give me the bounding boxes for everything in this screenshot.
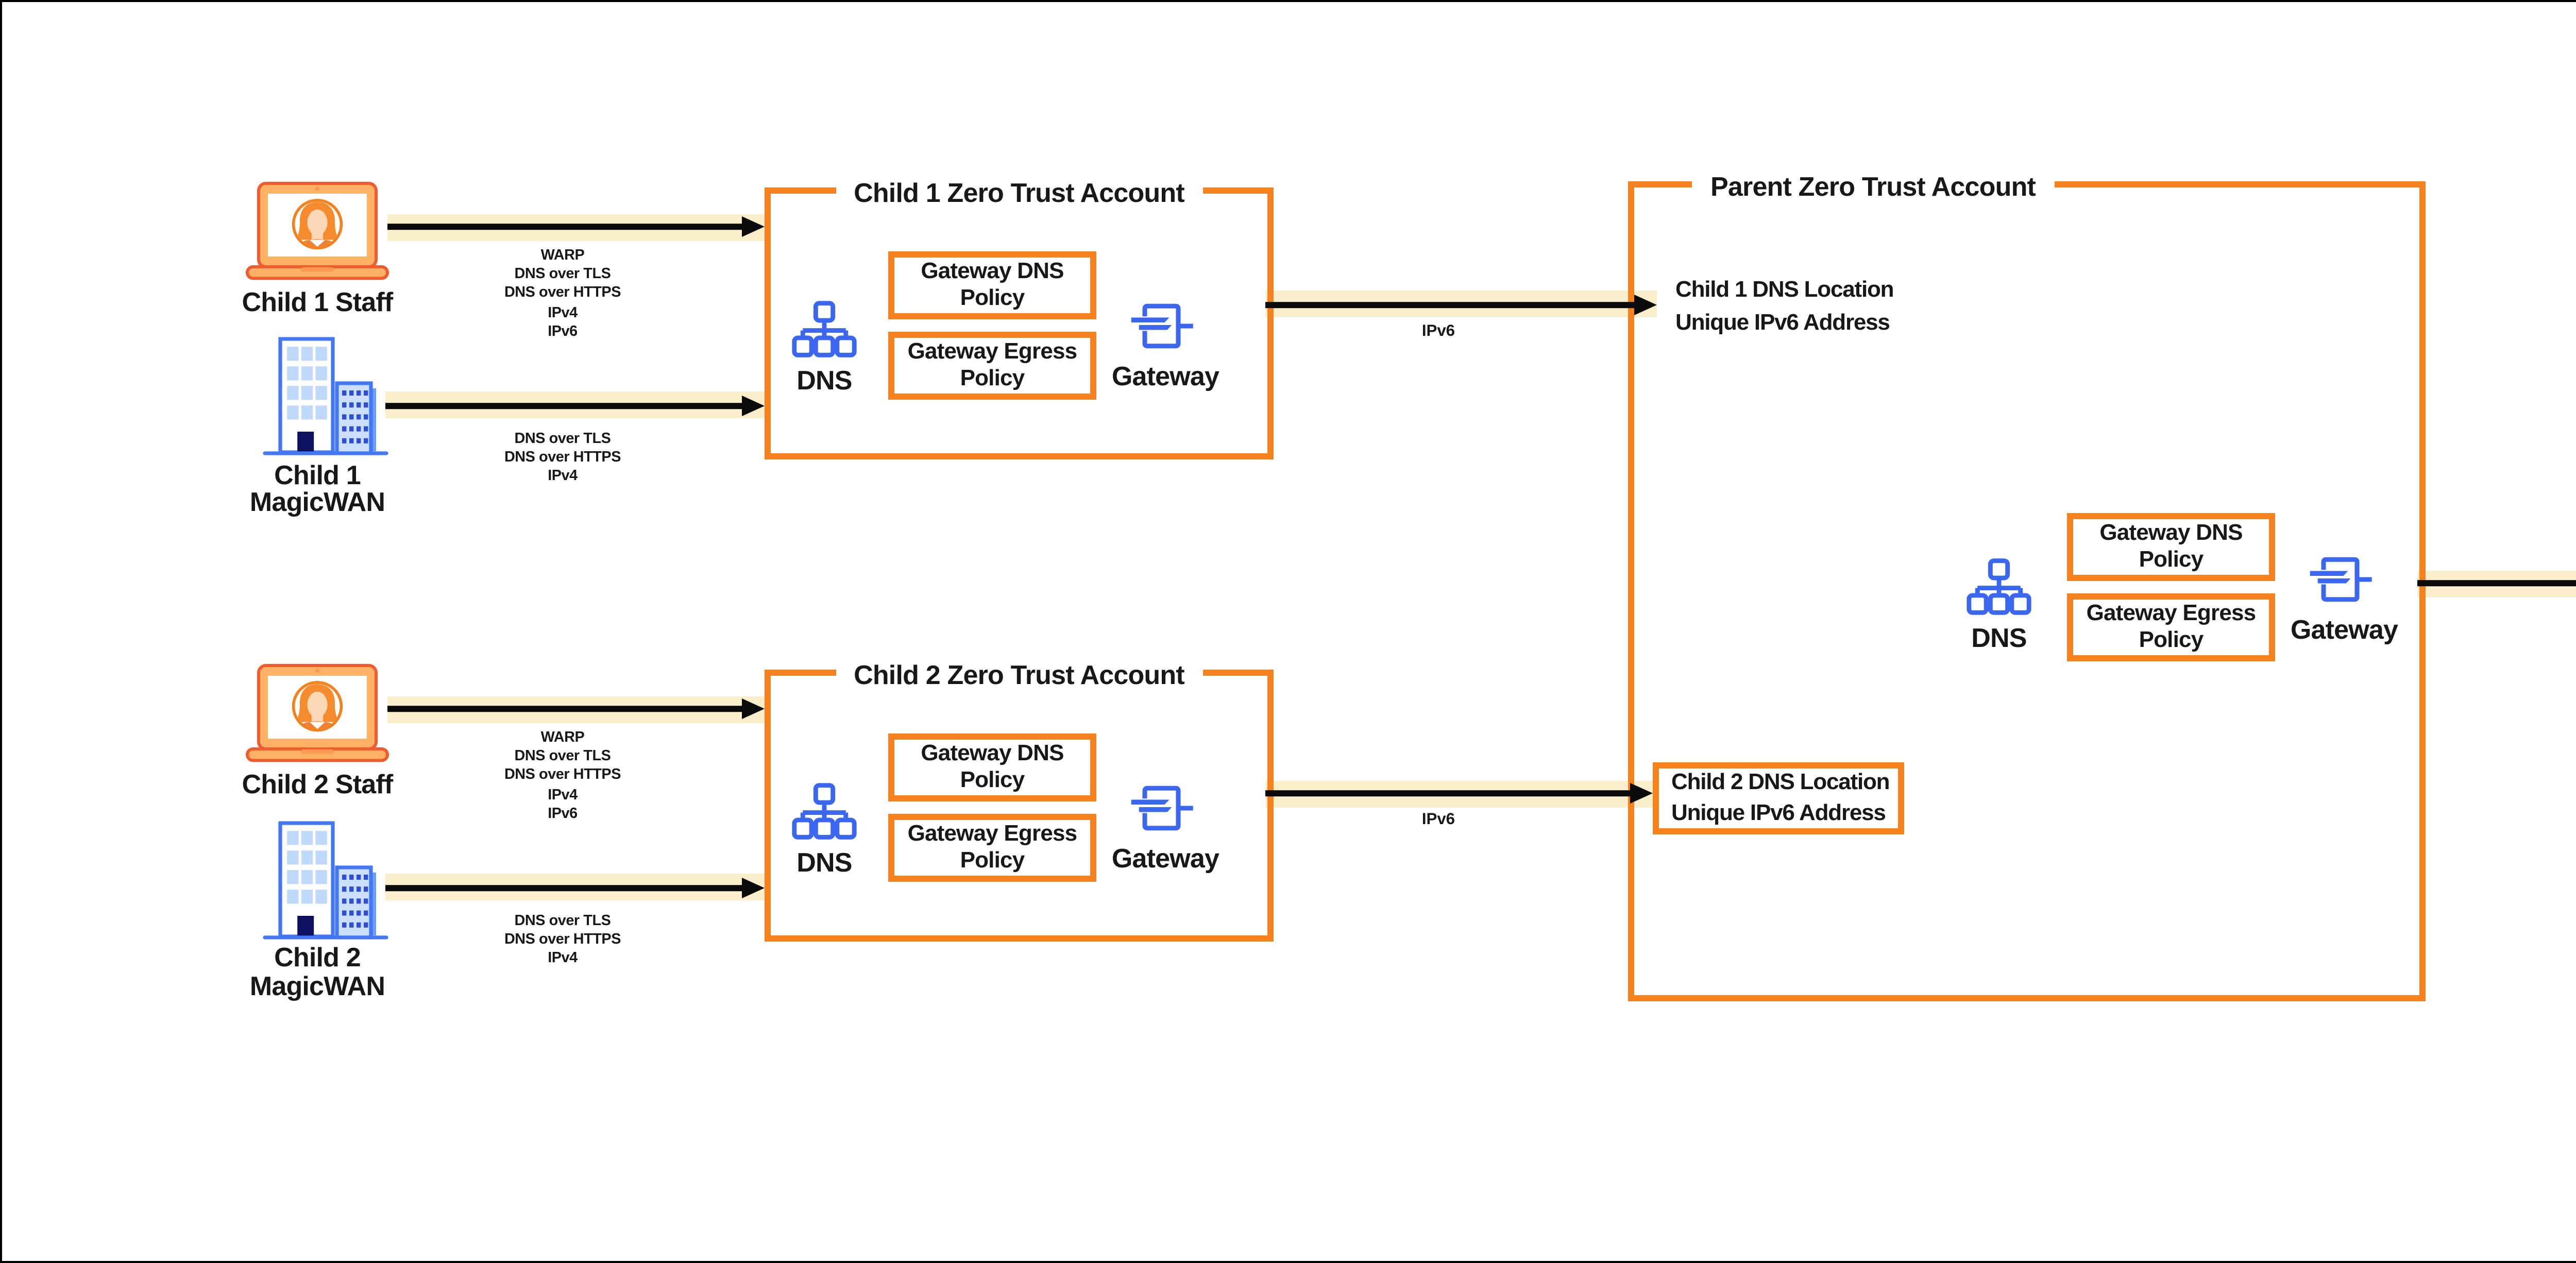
child2-magicwan-to-account-arrow	[385, 874, 765, 901]
child1-staff-protocols: WARP DNS over TLS DNS over HTTPS IPv4 IP…	[435, 244, 690, 341]
child2-dns-label: DNS	[796, 847, 852, 878]
parent-account-title: Parent Zero Trust Account	[1692, 168, 2055, 203]
child1-gateway-egress-policy-box: Gateway Egress Policy	[888, 332, 1096, 400]
parent-dns-label: DNS	[1971, 622, 2027, 653]
child2-account-title: Child 2 Zero Trust Account	[835, 656, 1203, 691]
child1-staff-label: Child 1 Staff	[242, 286, 394, 317]
child1-magicwan-building-icon	[263, 337, 388, 455]
child1-to-parent-protocol-label: IPv6	[1421, 320, 1455, 339]
parent-dns-icon	[1967, 558, 2031, 615]
parent-gateway-egress-policy-box: Gateway Egress Policy	[2067, 593, 2275, 661]
child1-gateway-dns-policy-box: Gateway DNS Policy	[888, 251, 1096, 319]
child2-gateway-dns-policy-box: Gateway DNS Policy	[888, 733, 1096, 801]
child1-staff-to-account-arrow	[387, 214, 765, 241]
protocol-label: DNS over HTTPS	[504, 447, 621, 466]
protocol-label: DNS over HTTPS	[504, 929, 621, 948]
child2-magicwan-building-icon	[263, 821, 388, 940]
child1-magicwan-protocols: DNS over TLS DNS over HTTPS IPv4	[435, 428, 690, 486]
parent-gateway-icon	[2310, 557, 2372, 602]
child2-dns-icon	[792, 783, 857, 840]
child2-zero-trust-account-box: Child 2 Zero Trust Account	[765, 656, 1274, 942]
child2-to-parent-protocol-label: IPv6	[1421, 809, 1455, 827]
child1-dns-icon	[792, 301, 857, 357]
protocol-label: DNS over TLS	[514, 745, 611, 764]
protocol-label: WARP	[540, 726, 585, 745]
protocol-label: DNS over HTTPS	[504, 765, 621, 784]
parent-child2-dns-location-box: Child 2 DNS Location Unique IPv6 Address	[1653, 762, 1904, 834]
parent-zero-trust-account-box: Parent Zero Trust Account	[1628, 168, 2426, 1001]
child1-gateway-icon	[1131, 303, 1193, 349]
child2-magicwan-label: Child 2 MagicWAN	[249, 942, 385, 1000]
protocol-label: IPv4	[548, 302, 578, 321]
child2-staff-to-account-arrow	[387, 695, 765, 722]
protocol-label: IPv6	[548, 321, 578, 340]
protocol-label: IPv6	[548, 804, 578, 823]
protocol-label: WARP	[540, 244, 585, 263]
protocol-label: DNS over TLS	[514, 263, 611, 282]
protocol-label: IPv4	[548, 466, 578, 485]
child2-staff-label: Child 2 Staff	[242, 769, 394, 799]
child2-staff-laptop-icon	[246, 664, 389, 762]
child1-dns-location-line1: Child 1 DNS Location	[1675, 278, 1894, 303]
child2-dns-location-line1: Child 2 DNS Location	[1671, 771, 1890, 796]
child1-staff-laptop-icon	[246, 182, 389, 280]
parent-gateway-dns-policy-box: Gateway DNS Policy	[2067, 513, 2275, 581]
child2-account-to-parent-arrow	[1265, 780, 1653, 807]
child1-zero-trust-account-box: Child 1 Zero Trust Account	[765, 174, 1274, 459]
child2-gateway-icon	[1131, 786, 1193, 831]
protocol-label: DNS over HTTPS	[504, 283, 621, 302]
child1-magicwan-to-account-arrow	[385, 392, 765, 419]
child2-staff-protocols: WARP DNS over TLS DNS over HTTPS IPv4 IP…	[435, 726, 690, 823]
child1-dns-location-line2: Unique IPv6 Address	[1675, 310, 1890, 335]
child1-account-to-parent-arrow	[1265, 291, 1657, 318]
child1-magicwan-label: Child 1 MagicWAN	[249, 458, 385, 517]
child1-gateway-label: Gateway	[1111, 361, 1219, 391]
child2-gateway-label: Gateway	[1111, 843, 1219, 874]
child2-magicwan-protocols: DNS over TLS DNS over HTTPS IPv4	[435, 910, 690, 968]
child1-account-title: Child 1 Zero Trust Account	[835, 174, 1203, 209]
protocol-label: IPv4	[548, 948, 578, 967]
protocol-label: DNS over TLS	[514, 910, 611, 928]
parent-to-resolver-arrow	[2417, 570, 2576, 597]
child2-gateway-egress-policy-box: Gateway Egress Policy	[888, 814, 1096, 882]
parent-child1-dns-location-text: Child 1 DNS Location Unique IPv6 Address	[1675, 276, 1894, 340]
protocol-label: DNS over TLS	[514, 428, 611, 446]
child2-dns-location-line2: Unique IPv6 Address	[1671, 800, 1886, 825]
protocol-label: IPv4	[548, 784, 578, 803]
child1-dns-label: DNS	[796, 365, 852, 396]
parent-gateway-label: Gateway	[2290, 614, 2398, 645]
